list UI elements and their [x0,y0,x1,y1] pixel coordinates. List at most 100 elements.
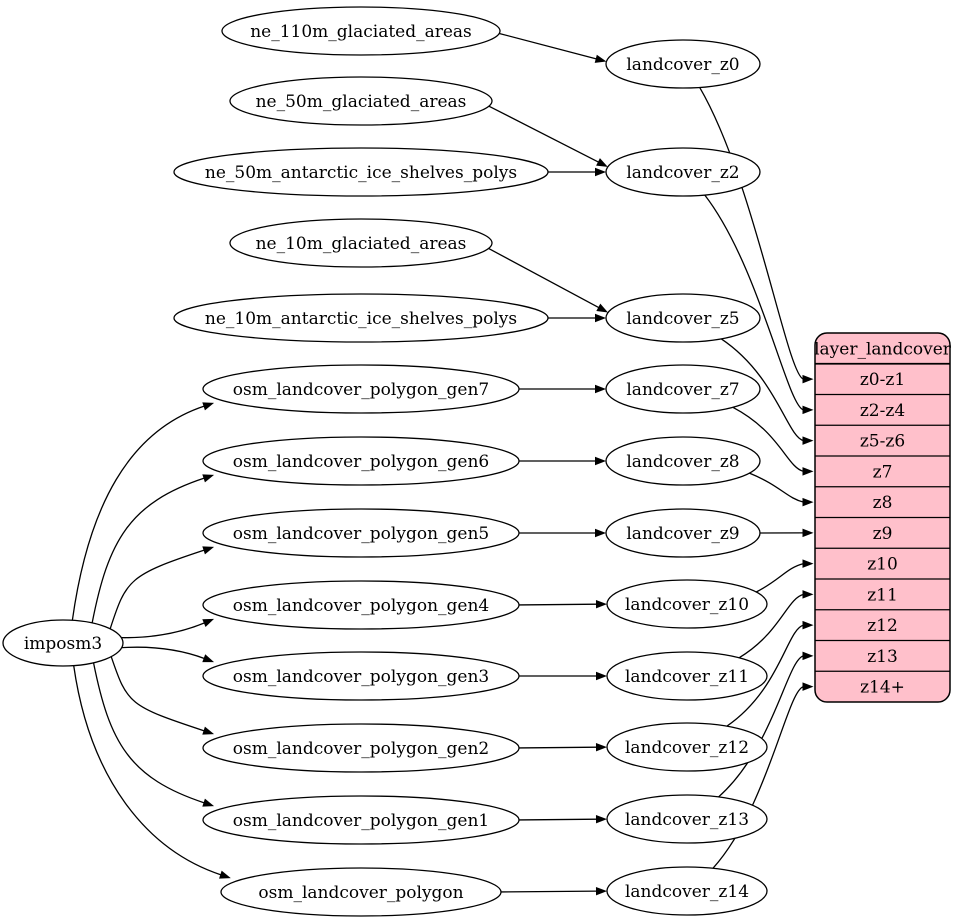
node-shape-landcover_z10 [606,579,768,629]
edge-imposm3-to-osm_landcover_polygon_gen1 [92,662,205,804]
node-osm_landcover_polygon_gen3: osm_landcover_polygon_gen3 [202,651,520,701]
arrowhead-icon [595,599,608,609]
edge-ne_10m_glaciated_areas-to-landcover_z5 [488,247,600,309]
node-osm_landcover_polygon_gen7: osm_landcover_polygon_gen7 [202,364,520,414]
node-label-ne_50m_glaciated_areas: ne_50m_glaciated_areas [256,92,467,112]
arrowhead-icon [202,474,215,483]
edge-osm_landcover_polygon_gen1-to-landcover_z13 [518,818,598,821]
node-osm_landcover_polygon_gen5: osm_landcover_polygon_gen5 [202,508,520,558]
arrowhead-icon [595,456,606,466]
edge-landcover_z8-to-row-z8 [749,472,804,503]
node-shape-osm_landcover_polygon_gen2 [202,723,520,773]
node-landcover_z5: landcover_z5 [605,293,761,343]
node-shape-osm_landcover_polygon [220,867,502,917]
node-shape-landcover_z11 [606,651,768,701]
arrowhead-icon [202,546,215,555]
node-label-ne_110m_glaciated_areas: ne_110m_glaciated_areas [250,22,472,42]
node-shape-landcover_z9 [605,508,761,558]
node-shape-ne_10m_antarctic_ice_shelves_polys [173,293,549,343]
table-row-z8: z8 [873,493,893,513]
arrowhead-icon [202,618,215,628]
node-shape-landcover_z7 [605,364,761,414]
node-label-landcover_z5: landcover_z5 [626,309,739,329]
node-label-landcover_z13: landcover_z13 [625,810,749,830]
arrowhead-icon [202,726,215,735]
node-shape-landcover_z2 [605,147,761,197]
table-row-z14+: z14+ [860,678,905,698]
arrowhead-icon [802,467,814,476]
arrowhead-icon [202,402,215,411]
arrowhead-icon [595,167,606,177]
table-row-z2-z4: z2-z4 [860,401,905,421]
arrowhead-icon [802,620,814,630]
node-landcover_z7: landcover_z7 [605,364,761,414]
node-shape-landcover_z8 [605,436,761,486]
edge-landcover_z14-to-row-z14+ [712,685,804,869]
edge-imposm3-to-osm_landcover_polygon_gen6 [91,477,205,624]
node-label-osm_landcover_polygon_gen6: osm_landcover_polygon_gen6 [233,452,489,472]
node-shape-landcover_z12 [606,722,768,772]
node-shape-osm_landcover_polygon_gen3 [202,651,520,701]
edge-ne_110m_glaciated_areas-to-landcover_z0 [499,32,597,60]
node-label-landcover_z8: landcover_z8 [626,452,739,472]
node-label-landcover_z11: landcover_z11 [625,667,749,687]
table-row-z13: z13 [867,647,898,667]
node-ne_50m_antarctic_ice_shelves_polys: ne_50m_antarctic_ice_shelves_polys [173,147,549,197]
table-row-z12: z12 [867,616,898,636]
node-shape-osm_landcover_polygon_gen5 [202,508,520,558]
node-label-ne_10m_glaciated_areas: ne_10m_glaciated_areas [256,234,467,254]
node-label-landcover_z2: landcover_z2 [626,163,739,183]
node-landcover_z11: landcover_z11 [606,651,768,701]
arrowhead-icon [594,54,607,63]
edge-landcover_z13-to-row-z13 [718,655,804,798]
node-shape-osm_landcover_polygon_gen1 [202,795,520,845]
arrowhead-icon [802,559,814,568]
arrowhead-icon [802,651,814,661]
arrowhead-icon [802,436,814,445]
node-label-osm_landcover_polygon_gen4: osm_landcover_polygon_gen4 [233,596,489,616]
node-label-imposm3: imposm3 [24,634,102,654]
arrowhead-icon [802,374,814,384]
node-shape-landcover_z14 [606,866,768,916]
node-label-landcover_z10: landcover_z10 [625,595,749,615]
node-osm_landcover_polygon_gen1: osm_landcover_polygon_gen1 [202,795,520,845]
node-landcover_z13: landcover_z13 [606,794,768,844]
edge-landcover_z2-to-row-z2-z4 [704,194,804,411]
node-shape-landcover_z0 [605,39,761,89]
table-row-z5-z6: z5-z6 [860,432,905,452]
edge-imposm3-to-osm_landcover_polygon_gen4 [121,622,206,639]
arrowhead-icon [219,870,231,879]
arrowhead-icon [802,497,814,507]
edge-osm_landcover_polygon-to-landcover_z14 [500,890,598,893]
node-label-osm_landcover_polygon_gen1: osm_landcover_polygon_gen1 [233,811,489,831]
node-landcover_z10: landcover_z10 [606,579,768,629]
node-label-osm_landcover_polygon_gen5: osm_landcover_polygon_gen5 [233,524,489,544]
table-header: layer_landcover [814,339,952,359]
edge-imposm3-to-osm_landcover_polygon [73,665,222,876]
node-label-osm_landcover_polygon_gen2: osm_landcover_polygon_gen2 [233,739,489,759]
arrowhead-icon [802,682,814,691]
node-landcover_z8: landcover_z8 [605,436,761,486]
node-label-landcover_z7: landcover_z7 [626,380,739,400]
arrowhead-icon [596,303,609,313]
node-landcover_z2: landcover_z2 [605,147,761,197]
table-row-z11: z11 [867,585,898,605]
node-ne_110m_glaciated_areas: ne_110m_glaciated_areas [221,6,501,56]
node-shape-ne_50m_antarctic_ice_shelves_polys [173,147,549,197]
arrowhead-icon [202,654,215,663]
arrowhead-icon [596,158,608,167]
node-landcover_z0: landcover_z0 [605,39,761,89]
arrowhead-icon [802,528,814,538]
edge-imposm3-to-osm_landcover_polygon_gen5 [109,549,205,629]
node-landcover_z14: landcover_z14 [606,866,768,916]
edge-landcover_z10-to-row-z10 [756,562,804,593]
node-osm_landcover_polygon_gen2: osm_landcover_polygon_gen2 [202,723,520,773]
node-shape-ne_50m_glaciated_areas [229,76,493,126]
node-ne_50m_glaciated_areas: ne_50m_glaciated_areas [229,76,493,126]
arrowhead-icon [595,886,608,896]
node-shape-ne_110m_glaciated_areas [221,6,501,56]
node-shape-landcover_z5 [605,293,761,343]
arrowhead-icon [595,814,608,824]
node-shape-osm_landcover_polygon_gen4 [202,580,520,630]
